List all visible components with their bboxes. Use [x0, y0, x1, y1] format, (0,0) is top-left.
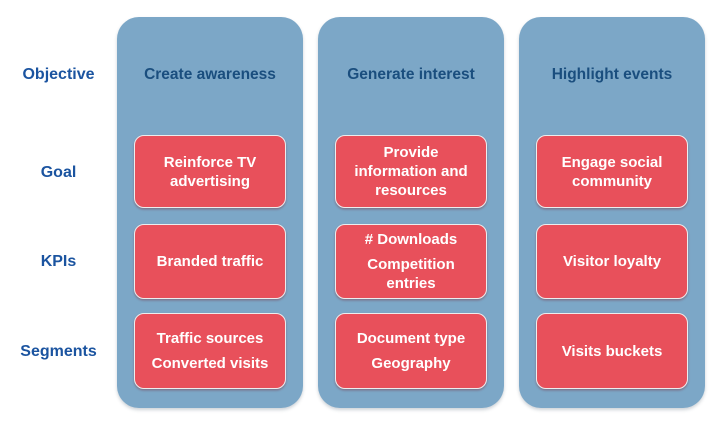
- row-label-goal: Goal: [40, 164, 77, 181]
- column-highlight-events: Highlight events Engage social community…: [519, 17, 705, 408]
- card-text-line: Competition entries: [367, 256, 455, 292]
- card-goal: Provide information and resources: [335, 135, 487, 208]
- column-header: Highlight events: [551, 66, 673, 83]
- row-label-kpis: KPIs: [40, 253, 77, 270]
- card-segments: Traffic sources Converted visits: [134, 313, 286, 389]
- card-text-line: Geography: [371, 355, 451, 372]
- card-text-line: # Downloads: [364, 231, 458, 248]
- column-header: Create awareness: [144, 66, 276, 83]
- card-segments: Document type Geography: [335, 313, 487, 389]
- card-kpi: Visitor loyalty: [536, 224, 688, 299]
- card-text-line: Converted visits: [151, 355, 269, 372]
- card-goal: Reinforce TV advertising: [134, 135, 286, 208]
- card-text-line: Branded traffic: [156, 253, 264, 270]
- card-segments: Visits buckets: [536, 313, 688, 389]
- card-goal: Engage social community: [536, 135, 688, 208]
- card-text-line: Visitor loyalty: [562, 253, 662, 270]
- card-text-line: Visits buckets: [561, 342, 663, 360]
- card-text-line: Provide information and resources: [354, 144, 468, 199]
- column-header: Generate interest: [347, 66, 475, 83]
- card-kpi: Branded traffic: [134, 224, 286, 299]
- card-text-line: Traffic sources: [156, 330, 264, 347]
- card-text-line: Engage social community: [561, 153, 663, 190]
- column-create-awareness: Create awareness Reinforce TV advertisin…: [117, 17, 303, 408]
- card-text-line: Reinforce TV advertising: [163, 153, 257, 190]
- row-label-objective: Objective: [22, 66, 95, 83]
- card-kpi: # Downloads Competition entries: [335, 224, 487, 299]
- row-label-segments: Segments: [20, 343, 97, 360]
- card-text-line: Document type: [356, 330, 466, 347]
- column-generate-interest: Generate interest Provide information an…: [318, 17, 504, 408]
